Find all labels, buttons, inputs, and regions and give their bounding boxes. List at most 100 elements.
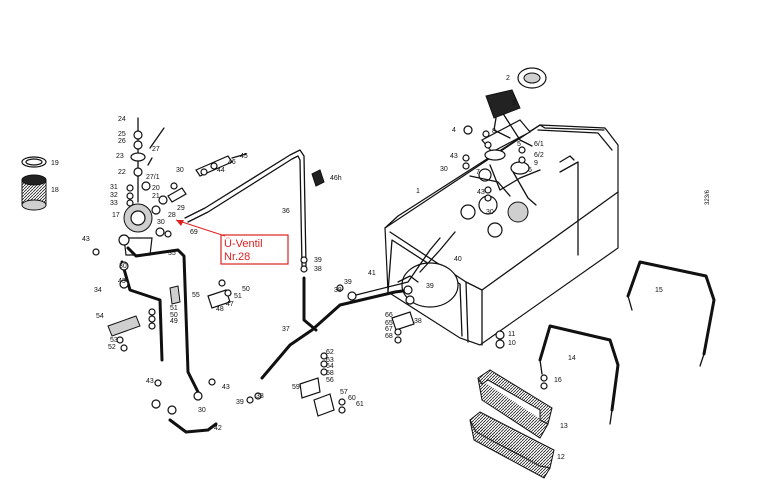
label-60: 60 (348, 395, 356, 402)
label-44: 44 (217, 167, 225, 174)
label-47: 47 (226, 301, 234, 308)
label-38-c: 38 (256, 393, 264, 400)
tank-top-fittings (462, 125, 526, 202)
label-58: 58 (326, 370, 334, 377)
label-43-e: 43 (477, 189, 485, 196)
rubber-pad-13 (477, 369, 553, 439)
label-22: 22 (118, 169, 126, 176)
bracket-65-68 (391, 311, 415, 344)
label-50: 50 (170, 312, 178, 319)
label-12: 12 (557, 454, 565, 461)
label-27: 27 (152, 146, 160, 153)
label-32: 32 (110, 192, 118, 199)
bolt-16 (540, 374, 548, 390)
label-59: 59 (292, 384, 300, 391)
label-53: 53 (110, 337, 118, 344)
label-43-c: 43 (222, 384, 230, 391)
label-39-c: 39 (236, 399, 244, 406)
fuel-hose-37 (260, 276, 412, 380)
drawing-code: 323/6 (705, 189, 711, 205)
fuel-line-44-45 (195, 153, 247, 177)
label-5: 5 (517, 141, 521, 148)
label-14: 14 (568, 355, 576, 362)
tank-strap-15 (626, 260, 716, 367)
label-51: 51 (170, 305, 178, 312)
label-27-1: 27/1 (146, 174, 160, 181)
label-36: 36 (282, 208, 290, 215)
label-62: 62 (326, 349, 334, 356)
clamp-52-54 (107, 315, 141, 352)
label-49: 49 (170, 318, 178, 325)
label-68: 68 (385, 333, 393, 340)
label-46h: 46h (330, 175, 342, 182)
label-38: 38 (334, 287, 342, 294)
label-3: 3 (512, 100, 516, 107)
bracket-46h (311, 169, 325, 187)
fuel-filter (21, 156, 47, 211)
callout-line2: Nr.28 (224, 251, 250, 263)
label-17: 17 (112, 212, 120, 219)
label-38-b: 38 (314, 266, 322, 273)
label-50-b: 50 (242, 286, 250, 293)
label-6-2: 6/2 (534, 152, 544, 159)
label-38-d: 38 (414, 318, 422, 325)
label-30-pump: 30 (157, 219, 165, 226)
bolts-43-30 (92, 227, 216, 415)
fuel-pipe-42 (168, 418, 218, 434)
label-43-f: 43 (118, 278, 126, 285)
fuel-line-40-41 (351, 231, 456, 297)
label-56: 56 (326, 377, 334, 384)
label-4: 4 (452, 127, 456, 134)
callout-overflow-valve: Ü-Ventil Nr.28 (220, 234, 289, 265)
callout-arrow (175, 219, 226, 237)
label-40: 40 (454, 256, 462, 263)
label-28: 28 (168, 212, 176, 219)
label-65: 65 (385, 320, 393, 327)
label-15: 15 (655, 287, 663, 294)
label-54: 54 (96, 313, 104, 320)
label-66: 66 (385, 312, 393, 319)
label-11: 11 (508, 331, 515, 338)
label-55: 55 (192, 292, 200, 299)
label-37: 37 (282, 326, 290, 333)
label-13: 13 (560, 423, 568, 430)
label-10: 10 (508, 340, 516, 347)
part-labels: 1 2 3 4 5 6 6/1 6/2 7 8 9 10 11 12 13 14… (51, 75, 663, 461)
label-23: 23 (116, 153, 124, 160)
bracket-56-64 (299, 352, 346, 417)
label-46: 46 (228, 159, 236, 166)
sender-top-assembly (485, 67, 547, 139)
tank-strap-14 (538, 324, 620, 425)
label-39-d: 39 (426, 283, 434, 290)
label-9: 9 (534, 160, 538, 167)
label-35: 35 (168, 250, 176, 257)
label-18: 18 (51, 187, 59, 194)
label-30-bottom: 30 (198, 407, 206, 414)
label-2: 2 (506, 75, 510, 82)
bracket-cluster-47-51 (148, 279, 232, 330)
label-64: 64 (326, 363, 334, 370)
fuel-line-36 (184, 149, 307, 267)
label-30-left: 30 (119, 263, 127, 270)
label-57: 57 (340, 389, 348, 396)
label-20: 20 (152, 185, 160, 192)
label-24: 24 (118, 116, 126, 123)
label-41: 41 (368, 270, 376, 277)
rubber-pad-12 (469, 411, 555, 479)
label-21: 21 (152, 193, 160, 200)
label-30-top: 30 (176, 167, 184, 174)
label-7: 7 (476, 169, 480, 176)
label-43-b: 43 (146, 378, 154, 385)
label-31: 31 (110, 184, 118, 191)
label-6-1: 6/1 (534, 141, 544, 148)
label-42: 42 (214, 425, 222, 432)
label-30-tank-2: 30 (486, 209, 494, 216)
label-52: 52 (108, 344, 116, 351)
label-26: 26 (118, 138, 126, 145)
label-39-b: 39 (344, 279, 352, 286)
label-48: 48 (216, 306, 224, 313)
nut-10-11 (495, 330, 505, 349)
label-43: 43 (82, 236, 90, 243)
label-63: 63 (326, 357, 334, 364)
